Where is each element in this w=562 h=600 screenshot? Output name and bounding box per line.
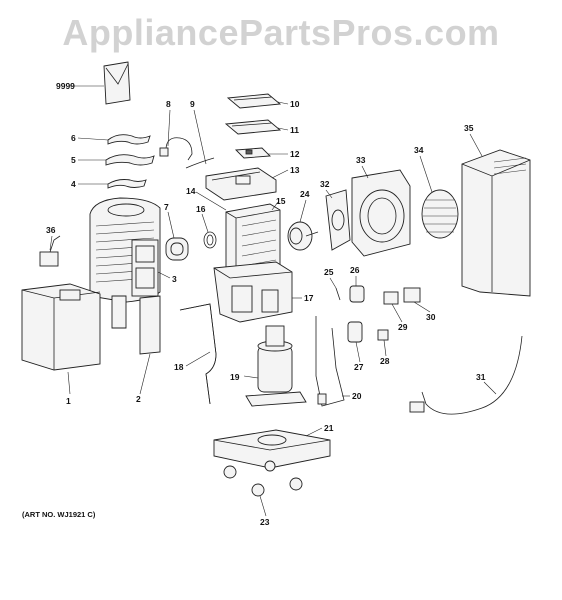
callout-32: 32 xyxy=(320,179,330,189)
callout-18: 18 xyxy=(174,362,184,372)
part-9999-manual[interactable] xyxy=(103,61,131,105)
part-31-power-cord[interactable] xyxy=(409,335,523,415)
part-28-relay[interactable] xyxy=(377,329,389,341)
callout-1: 1 xyxy=(66,396,71,406)
callout-19: 19 xyxy=(230,372,240,382)
part-24-fan-motor[interactable] xyxy=(287,221,319,251)
part-30-terminal-cover[interactable] xyxy=(403,287,421,303)
part-5-bracket[interactable] xyxy=(105,154,155,166)
part-7-gasket[interactable] xyxy=(165,237,189,261)
callout-26: 26 xyxy=(350,265,360,275)
callout-33: 33 xyxy=(356,155,366,165)
part-3-front-panel[interactable] xyxy=(89,197,161,303)
callout-28: 28 xyxy=(380,356,390,366)
callout-29: 29 xyxy=(398,322,408,332)
callout-4: 4 xyxy=(71,179,76,189)
part-34-blower-wheel[interactable] xyxy=(421,189,459,239)
callout-11: 11 xyxy=(290,125,299,135)
callout-35: 35 xyxy=(464,123,474,133)
part-23-casters[interactable] xyxy=(223,460,303,497)
part-17-frame[interactable] xyxy=(213,261,293,323)
part-33-blower-housing[interactable] xyxy=(351,169,411,257)
part-20-capillary-tube[interactable] xyxy=(315,316,345,407)
art-number-label: (ART NO. WJ1921 C) xyxy=(22,510,96,519)
part-10-panel[interactable] xyxy=(226,93,282,109)
part-27-capacitor[interactable] xyxy=(347,321,363,343)
callout-6: 6 xyxy=(71,133,76,143)
part-26-capacitor[interactable] xyxy=(349,285,365,303)
part-25-fuse[interactable] xyxy=(335,287,341,301)
callout-9: 9 xyxy=(190,99,195,109)
callout-3: 3 xyxy=(172,274,177,284)
part-13-top-cover[interactable] xyxy=(205,167,277,201)
part-36-switch[interactable] xyxy=(39,235,61,267)
callout-27: 27 xyxy=(354,362,364,372)
callout-14: 14 xyxy=(186,186,196,196)
callout-7: 7 xyxy=(164,202,169,212)
callout-20: 20 xyxy=(352,391,362,401)
part-8-wire-harness[interactable] xyxy=(159,137,193,161)
leader-lines xyxy=(49,85,497,517)
callout-17: 17 xyxy=(304,293,314,303)
callout-12: 12 xyxy=(290,149,300,159)
callout-31: 31 xyxy=(476,372,486,382)
callout-9999: 9999 xyxy=(56,81,75,91)
part-1-water-bucket[interactable] xyxy=(21,283,101,371)
part-19-compressor[interactable] xyxy=(245,325,307,407)
part-2-front-strip[interactable] xyxy=(111,295,161,355)
part-16-spring[interactable] xyxy=(203,231,217,249)
callout-15: 15 xyxy=(276,196,286,206)
part-29-overload[interactable] xyxy=(383,291,399,305)
part-11-panel[interactable] xyxy=(224,119,282,135)
callout-16: 16 xyxy=(196,204,206,214)
callout-13: 13 xyxy=(290,165,300,175)
callout-labels: 9999 6 5 4 8 9 10 11 12 13 14 15 7 16 36… xyxy=(46,81,486,527)
callout-10: 10 xyxy=(290,99,300,109)
callout-36: 36 xyxy=(46,225,56,235)
part-6-bracket[interactable] xyxy=(107,134,151,145)
watermark-logo: AppliancePartsPros.com xyxy=(62,12,500,53)
part-4-bracket[interactable] xyxy=(107,179,147,189)
callout-2: 2 xyxy=(136,394,141,404)
callout-34: 34 xyxy=(414,145,424,155)
callout-8: 8 xyxy=(166,99,171,109)
callout-30: 30 xyxy=(426,312,436,322)
part-21-base[interactable] xyxy=(213,429,331,469)
callout-24: 24 xyxy=(300,189,310,199)
callout-25: 25 xyxy=(324,267,334,277)
part-18-drain-hose[interactable] xyxy=(179,303,217,405)
part-35-rear-cabinet[interactable] xyxy=(461,149,531,297)
callout-23: 23 xyxy=(260,517,270,527)
callout-21: 21 xyxy=(324,423,334,433)
part-9-tube[interactable] xyxy=(185,157,215,169)
part-32-motor-mount[interactable] xyxy=(325,189,351,251)
part-12-control-board[interactable] xyxy=(234,147,272,159)
callout-5: 5 xyxy=(71,155,76,165)
